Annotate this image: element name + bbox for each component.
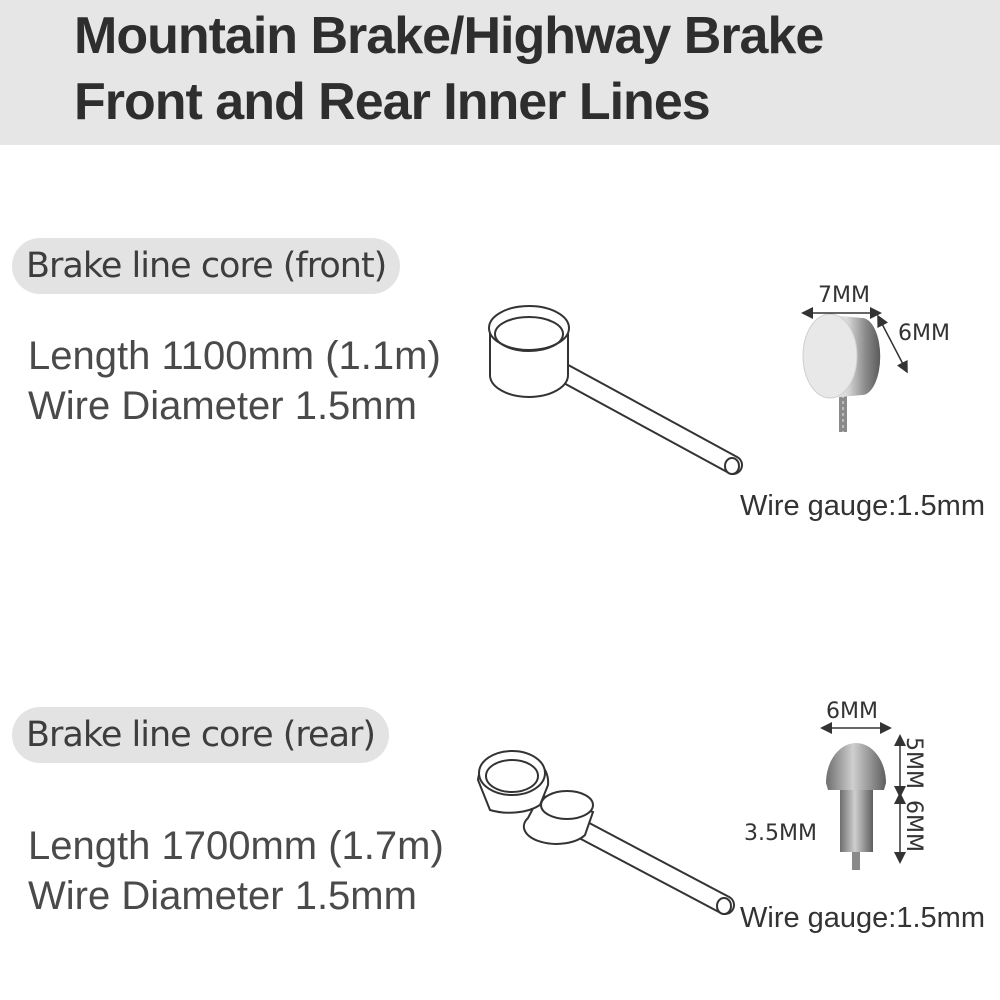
title-line-1: Mountain Brake/Highway Brake xyxy=(74,7,824,65)
header-banner: Mountain Brake/Highway Brake Front and R… xyxy=(0,0,1000,145)
rear-wire-gauge: Wire gauge:1.5mm xyxy=(740,902,985,934)
rear-dim-shank-dia: 3.5MM xyxy=(744,821,817,846)
rear-dim-width: 6MM xyxy=(826,699,878,724)
rear-section-label: Brake line core (rear) xyxy=(12,707,390,763)
rear-length: Length 1700mm (1.7m) xyxy=(28,824,444,868)
front-wire-gauge: Wire gauge:1.5mm xyxy=(740,490,985,522)
rear-diameter: Wire Diameter 1.5mm xyxy=(28,874,417,918)
front-diameter: Wire Diameter 1.5mm xyxy=(28,384,417,428)
rear-dim-shank: 6MM xyxy=(901,800,926,852)
rear-dim-head: 5MM xyxy=(901,737,926,789)
front-length: Length 1100mm (1.1m) xyxy=(28,334,441,378)
front-dim-width: 7MM xyxy=(818,283,870,308)
front-dim-height: 6MM xyxy=(898,321,950,346)
front-photo-nipple: 7MM 6MM xyxy=(801,283,950,432)
rear-photo-nipple: 6MM 5MM 6MM 3.5MM xyxy=(744,699,926,870)
title-line-2: Front and Rear Inner Lines xyxy=(74,73,711,131)
rear-line-drawing xyxy=(476,750,735,915)
front-line-drawing xyxy=(488,305,743,475)
front-section-label: Brake line core (front) xyxy=(12,238,401,294)
